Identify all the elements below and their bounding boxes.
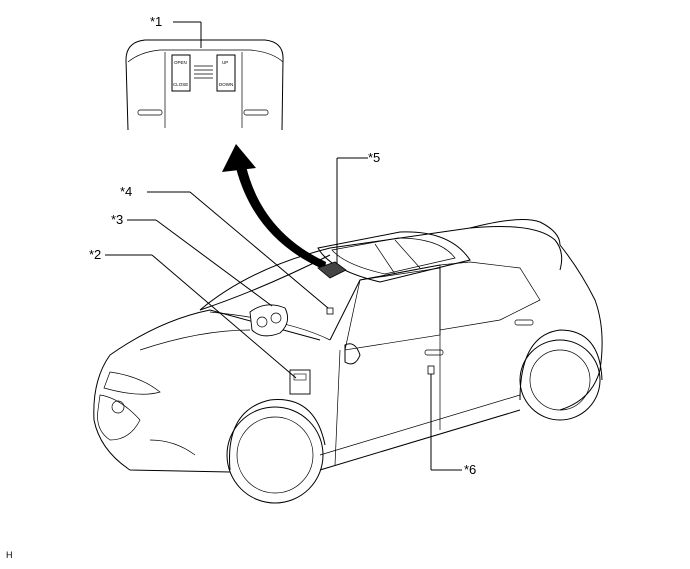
rear-wheel <box>519 339 601 421</box>
door-part-6 <box>427 365 462 471</box>
close-label: CLOSE <box>173 82 188 87</box>
grille <box>97 394 141 441</box>
up-down-switch: UP DOWN <box>216 54 236 92</box>
side-mirror <box>344 343 361 365</box>
callout-3: *3 <box>111 212 123 227</box>
overhead-console-module <box>317 157 368 279</box>
emblem <box>111 400 125 414</box>
combination-meter <box>127 219 289 337</box>
up-label: UP <box>222 60 228 65</box>
left-map-lamp <box>137 109 163 116</box>
callout-6: *6 <box>464 462 476 477</box>
sunroof <box>317 231 471 283</box>
callout-5: *5 <box>368 150 380 165</box>
open-close-switch: OPEN CLOSE <box>171 54 191 92</box>
headlamp <box>103 371 161 395</box>
down-label: DOWN <box>219 82 233 87</box>
front-door-handle <box>424 349 444 356</box>
sensor-4 <box>147 191 334 315</box>
open-label: OPEN <box>174 60 187 65</box>
callout-1: *1 <box>150 14 162 29</box>
ecu-2 <box>105 254 311 395</box>
console-grille <box>194 65 213 79</box>
callout-4: *4 <box>120 184 132 199</box>
callout-2: *2 <box>89 247 101 262</box>
inset-pointer-arrow <box>222 144 326 270</box>
figure-code: H <box>6 550 13 560</box>
right-map-lamp <box>243 109 269 116</box>
rear-door-handle <box>514 319 534 326</box>
car-outline <box>93 219 603 504</box>
front-wheel <box>226 406 324 504</box>
overhead-console-inset: OPEN CLOSE UP DOWN <box>125 21 284 131</box>
